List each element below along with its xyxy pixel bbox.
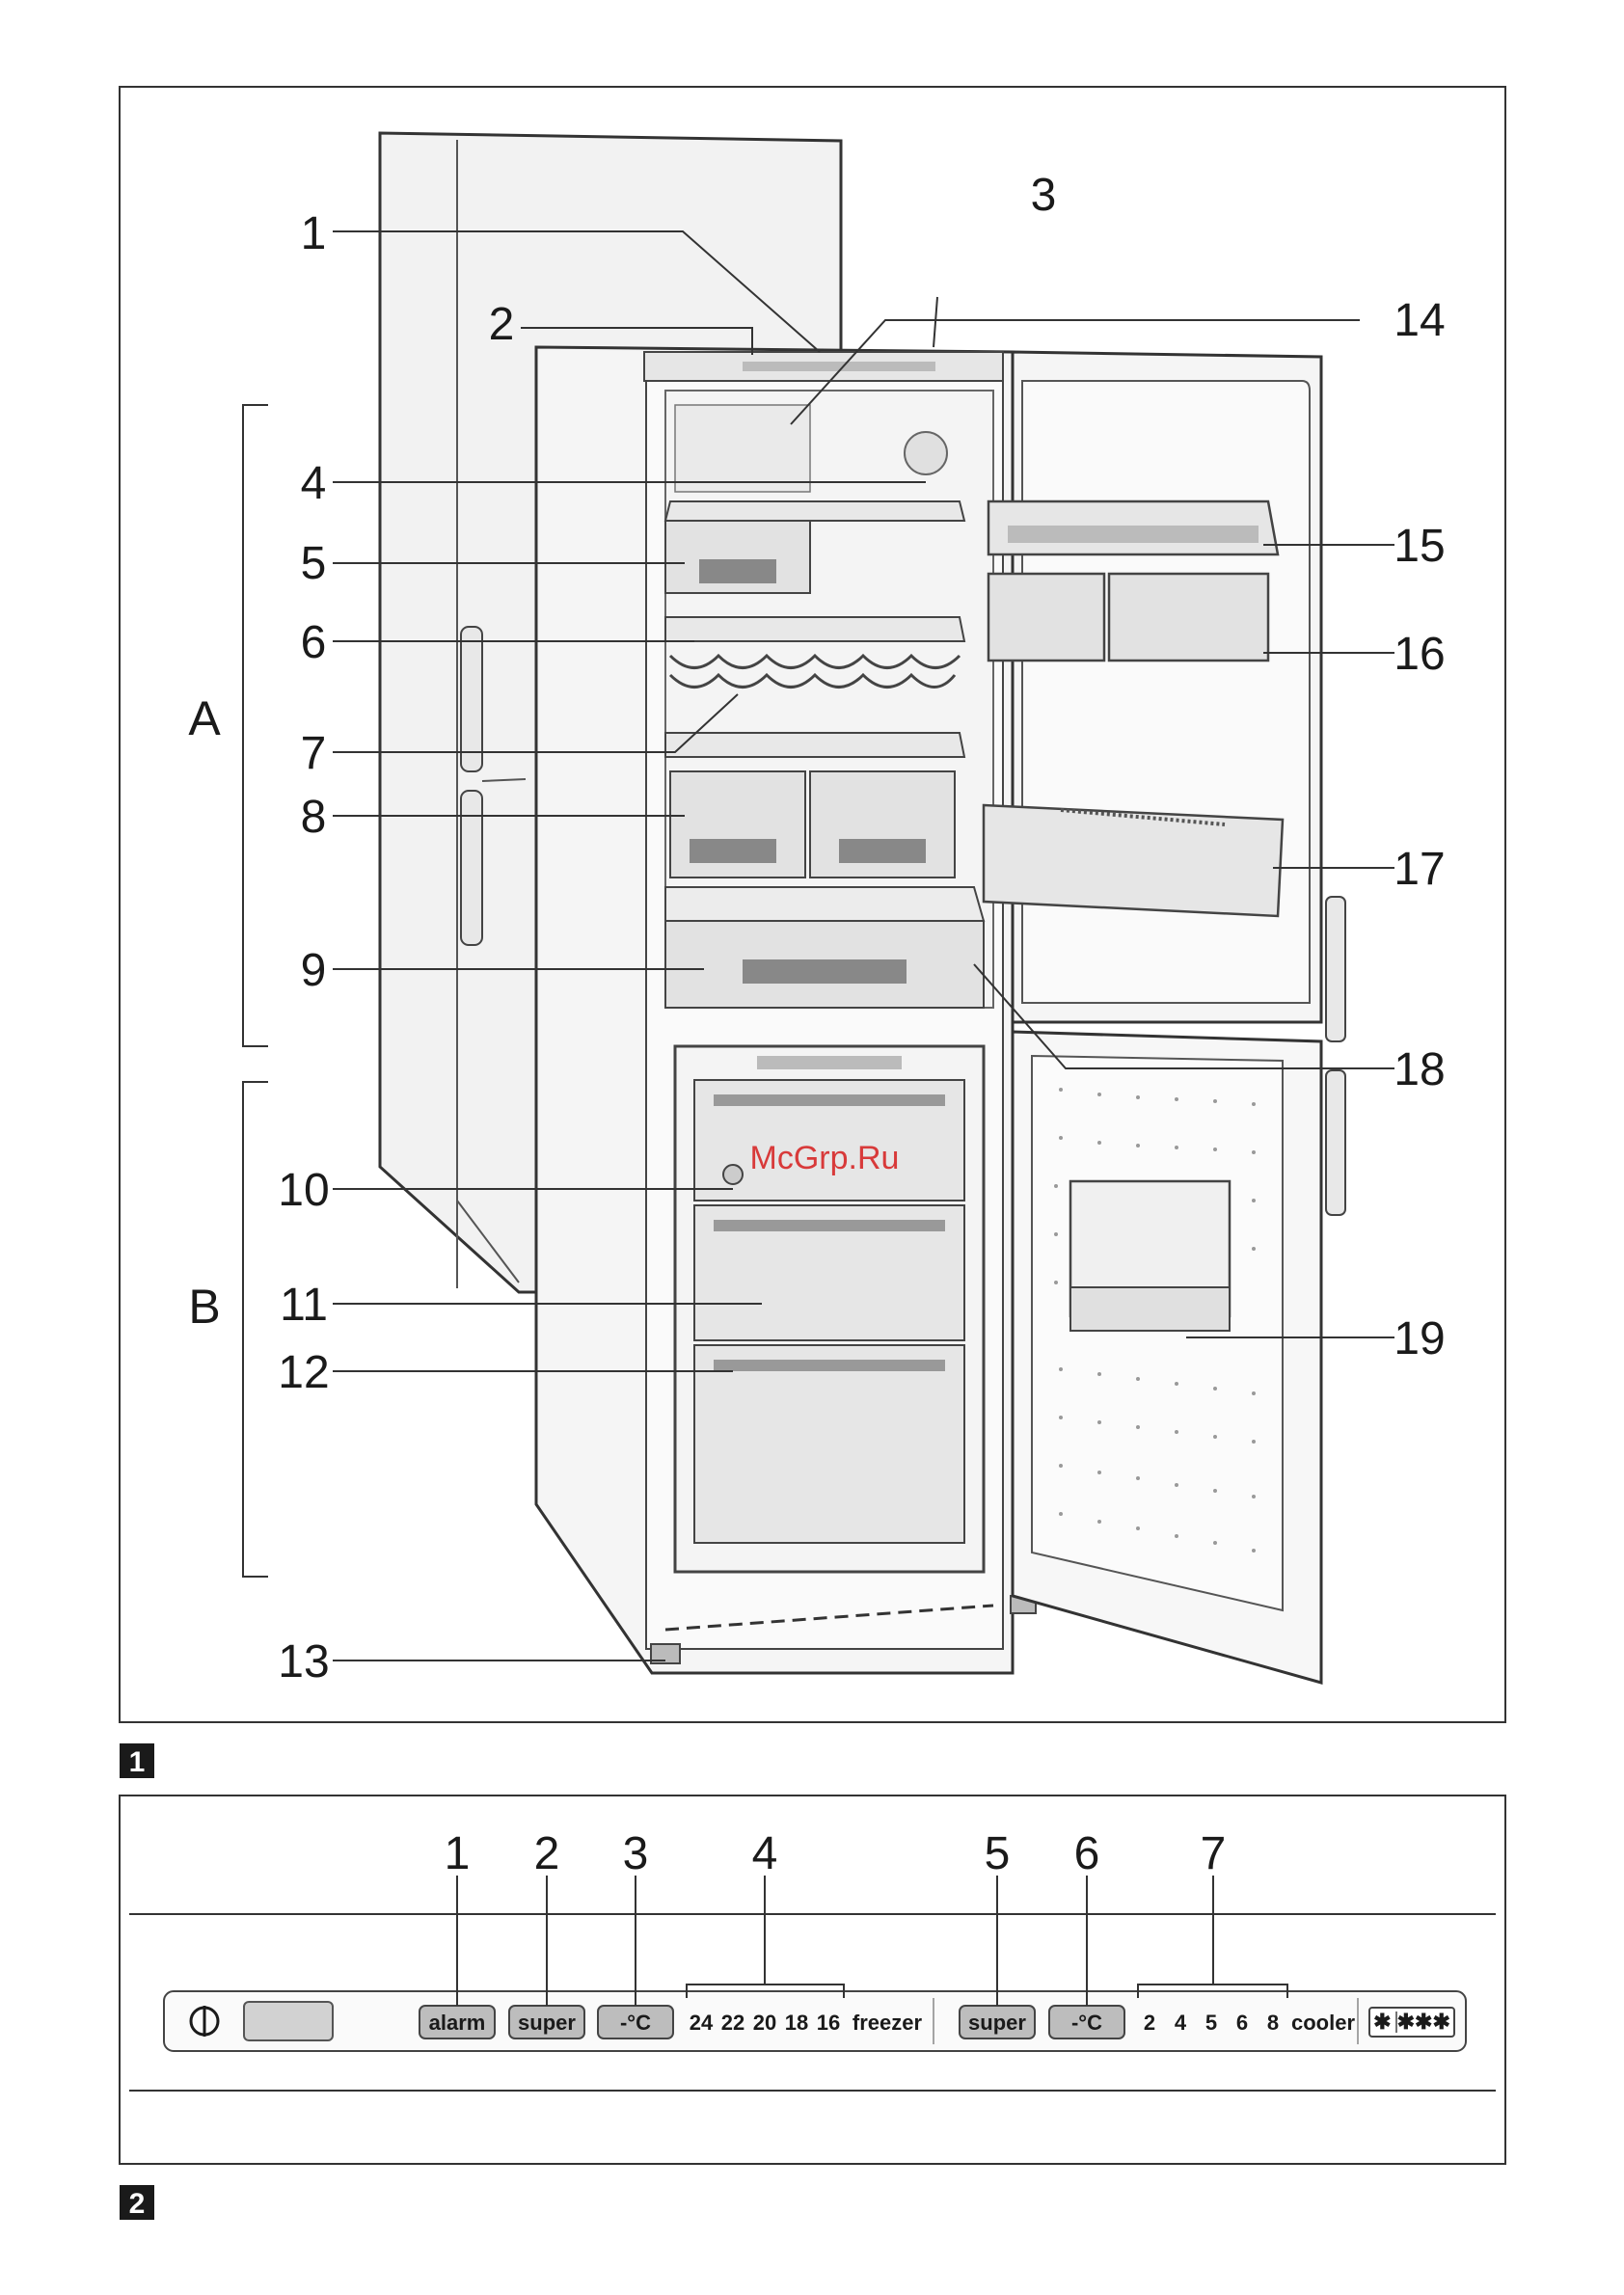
temp-freezer-button[interactable]: -°C — [598, 2006, 673, 2038]
callout-17: 17 — [1394, 844, 1445, 895]
alarm-button[interactable]: alarm — [420, 2006, 495, 2038]
panel-callout-7: 7 — [1201, 1828, 1227, 1879]
callout-11: 11 — [280, 1280, 328, 1331]
figure2-frame — [120, 1796, 1505, 2164]
cooler-scale-4: 4 — [1175, 2011, 1187, 2035]
callout-14: 14 — [1394, 295, 1445, 346]
callout-13: 13 — [278, 1636, 329, 1688]
watermark: McGrp.Ru — [750, 1140, 900, 1176]
callout-2: 2 — [489, 299, 515, 350]
display-icon — [244, 2002, 333, 2040]
callout-1: 1 — [301, 208, 327, 259]
freezer-scale-24: 24 — [690, 2011, 714, 2035]
figure1-number: 1 — [129, 1746, 146, 1778]
super-cooler-button[interactable]: super — [960, 2006, 1035, 2038]
figure2-number: 2 — [129, 2188, 146, 2220]
cooler-scale-5: 5 — [1205, 2011, 1217, 2035]
cooler-scale-8: 8 — [1267, 2011, 1279, 2035]
cooler-scale-2: 2 — [1144, 2011, 1155, 2035]
panel-callout-4: 4 — [752, 1828, 778, 1879]
super-freezer-button[interactable]: super — [509, 2006, 584, 2038]
temp-freezer-button-label: -°C — [620, 2011, 651, 2035]
cooler-label: cooler — [1291, 2011, 1355, 2035]
super-cooler-button-label: super — [968, 2011, 1026, 2035]
panel-callout-5: 5 — [985, 1828, 1011, 1879]
callout-18: 18 — [1394, 1044, 1445, 1095]
freezer-label: freezer — [853, 2011, 923, 2035]
callout-12: 12 — [278, 1347, 329, 1398]
callout-16: 16 — [1394, 629, 1445, 680]
freezer-scale-18: 18 — [785, 2011, 808, 2035]
callout-9: 9 — [301, 945, 327, 996]
callout-5: 5 — [301, 538, 327, 589]
callout-4: 4 — [301, 458, 327, 509]
callout-7: 7 — [301, 728, 327, 779]
panel-callout-2: 2 — [534, 1828, 560, 1879]
callout-10: 10 — [278, 1165, 329, 1216]
super-freezer-button-label: super — [518, 2011, 576, 2035]
alarm-button-label: alarm — [429, 2011, 486, 2035]
callout-19: 19 — [1394, 1313, 1445, 1364]
panel-callout-6: 6 — [1074, 1828, 1100, 1879]
panel-callout-3: 3 — [623, 1828, 649, 1879]
callout-8: 8 — [301, 792, 327, 843]
section-a-label: A — [188, 691, 221, 745]
callout-6: 6 — [301, 617, 327, 668]
freezer-scale-22: 22 — [721, 2011, 744, 2035]
panel-callout-1: 1 — [445, 1828, 471, 1879]
callout-15: 15 — [1394, 521, 1445, 572]
section-b-label: B — [188, 1280, 220, 1334]
star-rating-icon: ✱ ✱✱✱ — [1369, 2008, 1454, 2037]
cooler-scale-6: 6 — [1236, 2011, 1248, 2035]
freezer-scale-20: 20 — [753, 2011, 776, 2035]
temp-cooler-button[interactable]: -°C — [1049, 2006, 1124, 2038]
freezer-scale-16: 16 — [817, 2011, 840, 2035]
temp-cooler-button-label: -°C — [1071, 2011, 1102, 2035]
callout-3: 3 — [1031, 170, 1057, 221]
star-rating-text: ✱ ✱✱✱ — [1373, 2010, 1450, 2034]
